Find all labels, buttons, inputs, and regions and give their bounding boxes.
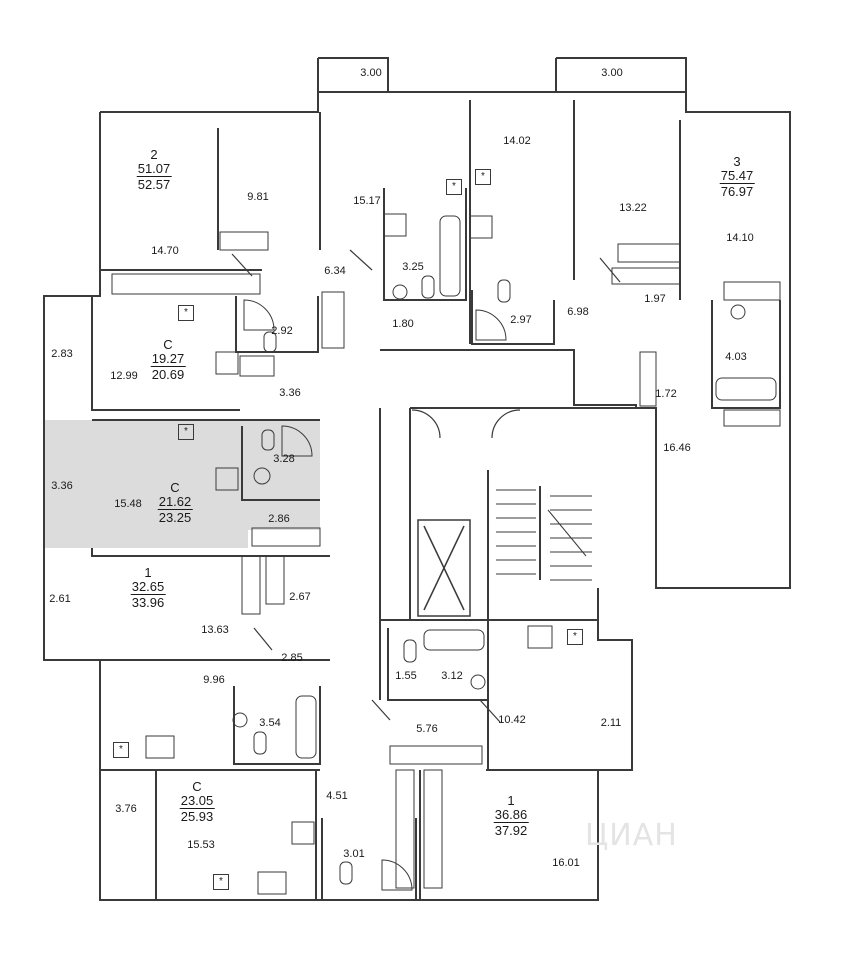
highlighted-apartment [44,420,320,548]
room-area: 1.80 [392,318,414,330]
room-area: 2.97 [510,314,532,326]
room-area: 3.01 [343,848,365,860]
room-area: 13.22 [619,202,647,214]
room-area: 6.34 [324,265,346,277]
apartment-total-area: 25.93 [180,809,214,825]
room-area: 3.25 [402,261,424,273]
stairs [496,489,592,581]
apartment-living-area: 19.27 [150,350,186,368]
room-area: 3.00 [360,67,382,79]
apartment-label: 2 51.07 52.57 [136,147,172,193]
room-area: 2.61 [49,593,71,605]
room-area: 14.10 [726,232,754,244]
apartment-total-area: 37.92 [494,823,528,839]
room-area: 15.53 [187,839,215,851]
apartment-type: С [192,779,202,794]
room-area: 3.00 [601,67,623,79]
apartment-label: С 23.05 25.93 [179,779,215,825]
apartment-type: С [170,480,180,495]
elevator [417,519,471,617]
vent-marker: * [178,305,194,321]
vent-marker: * [446,179,462,195]
apartment-total-area: 76.97 [720,184,754,200]
vent-marker: * [213,874,229,890]
apartment-total-area: 52.57 [137,177,171,193]
apartment-total-area: 23.25 [158,510,192,526]
apartment-living-area: 32.65 [130,578,166,596]
room-area: 5.76 [416,723,438,735]
room-area: 14.02 [503,135,531,147]
room-area: 2.92 [271,325,293,337]
room-area: 2.83 [51,348,73,360]
apartment-label: С 19.27 20.69 [150,337,186,383]
apartment-total-area: 33.96 [131,595,165,611]
room-area: 15.48 [114,498,142,510]
apartment-type: С [163,337,173,352]
vent-marker: * [567,629,583,645]
room-area: 1.72 [655,388,677,400]
apartment-total-area: 20.69 [151,367,185,383]
room-area: 16.46 [663,442,691,454]
apartment-type: 1 [507,793,515,808]
room-area: 2.85 [281,652,303,664]
room-area: 12.99 [110,370,138,382]
room-area: 1.97 [644,293,666,305]
room-area: 3.36 [279,387,301,399]
room-area: 1.55 [395,670,417,682]
room-area: 13.63 [201,624,229,636]
vent-marker: * [113,742,129,758]
apartment-living-area: 36.86 [493,806,529,824]
apartment-living-area: 21.62 [157,493,193,511]
vent-marker: * [178,424,194,440]
room-area: 4.03 [725,351,747,363]
room-area: 3.76 [115,803,137,815]
apartment-label: С 21.62 23.25 [157,480,193,526]
room-area: 15.17 [353,195,381,207]
room-area: 3.36 [51,480,73,492]
apartment-type: 3 [733,154,741,169]
apartment-type: 2 [150,147,158,162]
watermark: ЦИАН [585,818,678,853]
room-area: 2.86 [268,513,290,525]
apartment-living-area: 23.05 [179,792,215,810]
room-area: 9.81 [247,191,269,203]
room-area: 10.42 [498,714,526,726]
room-area: 9.96 [203,674,225,686]
room-area: 3.12 [441,670,463,682]
apartment-living-area: 75.47 [719,167,755,185]
room-area: 14.70 [151,245,179,257]
apartment-type: 1 [144,565,152,580]
room-area: 3.54 [259,717,281,729]
apartment-label: 1 32.65 33.96 [130,565,166,611]
vent-marker: * [475,169,491,185]
room-area: 6.98 [567,306,589,318]
apartment-label: 3 75.47 76.97 [719,154,755,200]
room-area: 4.51 [326,790,348,802]
door-swings [231,249,621,723]
apartment-living-area: 51.07 [136,160,172,178]
wardrobes [111,231,781,889]
sanitary-fixtures [145,213,777,895]
room-area: 2.67 [289,591,311,603]
room-area: 3.28 [273,453,295,465]
room-area: 2.11 [600,717,622,729]
apartment-label: 1 36.86 37.92 [493,793,529,839]
room-area: 16.01 [552,857,580,869]
